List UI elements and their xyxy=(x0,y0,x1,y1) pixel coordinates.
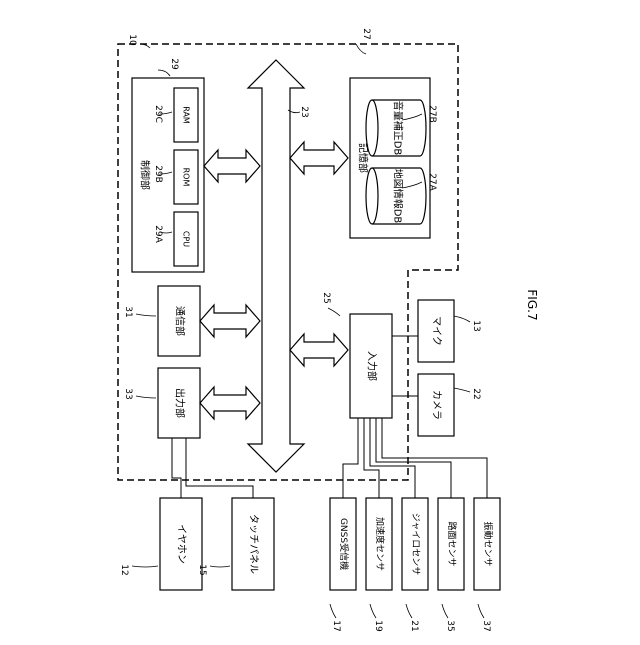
arrow-output-bus xyxy=(200,387,260,419)
mic-label: マイク xyxy=(431,316,443,346)
gyro-sensor-label: ジャイロセンサ xyxy=(410,513,421,576)
comm-unit-label: 通信部 xyxy=(174,306,187,336)
road-sensor-label: 路面センサ xyxy=(446,521,458,566)
mic-ref: 13 xyxy=(471,320,481,331)
cpu-label: CPU xyxy=(182,231,191,247)
road-sensor-ref: 35 xyxy=(445,620,455,631)
bus-ref: 23 xyxy=(299,106,309,117)
input-unit-label: 入力部 xyxy=(366,351,379,381)
ram-ref: 29C xyxy=(153,105,163,123)
vibration-sensor-ref: 37 xyxy=(481,620,491,631)
earphone-label: イヤホン xyxy=(176,524,188,564)
gyro-sensor-ref: 21 xyxy=(409,620,419,631)
arrow-storage-bus xyxy=(290,142,348,174)
device-ref: 10 xyxy=(127,34,137,46)
rom-label: ROM xyxy=(182,168,191,187)
cpu-ref: 29A xyxy=(153,225,163,243)
camera-ref: 22 xyxy=(471,388,481,399)
control-unit-title: 制御部 xyxy=(139,160,152,190)
bus-arrow xyxy=(248,60,304,472)
control-ref: 29 xyxy=(169,58,179,70)
touch-panel-label: タッチパネル xyxy=(248,514,260,574)
camera-label: カメラ xyxy=(431,390,443,420)
output-ref: 33 xyxy=(123,388,133,399)
output-unit-label: 出力部 xyxy=(174,388,187,418)
volume-db-ref: 27B xyxy=(427,105,437,123)
figure-label: FIG.7 xyxy=(525,289,539,320)
earphone-ref: 12 xyxy=(119,564,129,575)
map-db-label: 地図情報DB xyxy=(392,169,405,224)
map-db-ref: 27A xyxy=(427,173,437,191)
arrow-input-bus xyxy=(290,334,348,366)
ram-label: RAM xyxy=(182,106,191,124)
storage-ref: 27 xyxy=(361,28,371,39)
storage-unit-title: 記憶部 xyxy=(357,143,370,173)
device-boundary xyxy=(118,44,458,480)
comm-ref: 31 xyxy=(123,306,133,317)
gnss-label: GNSS受信機 xyxy=(338,518,350,570)
rom-ref: 29B xyxy=(153,165,163,183)
touch-panel-ref: 15 xyxy=(197,564,207,575)
gnss-ref: 17 xyxy=(331,620,341,631)
vibration-sensor-label: 振動センサ xyxy=(482,521,494,566)
volume-db-label: 音量補正DB xyxy=(392,101,405,156)
accel-sensor-ref: 19 xyxy=(373,620,383,632)
arrow-comm-bus xyxy=(200,305,260,337)
arrow-control-bus xyxy=(204,150,260,182)
input-ref: 25 xyxy=(321,292,331,303)
accel-sensor-label: 加速度センサ xyxy=(374,517,386,571)
